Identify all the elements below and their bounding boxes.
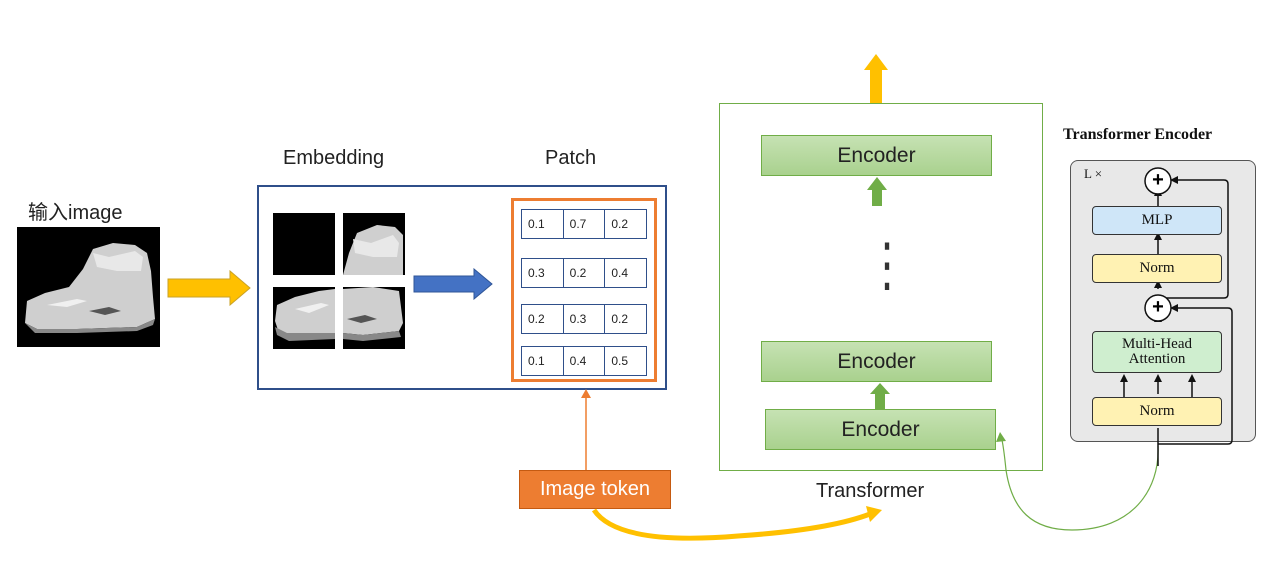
patch-cell: 0.4 [564,347,606,375]
patch-image-bottom-right [343,287,405,349]
patch-image-top-right [343,213,405,275]
transformer-output-arrow [864,54,888,104]
mlp-block: MLP [1092,206,1222,235]
image-token-label: Image token [539,478,651,500]
patch-row-1: 0.1 0.7 0.2 [521,209,647,239]
encoder-block-middle: Encoder [761,341,992,382]
residual-add-top: + [1152,169,1164,191]
norm-block-top: Norm [1092,254,1222,283]
patch-image-bottom-left [273,287,335,349]
detail-link-curve [996,432,1159,531]
transformer-container [719,103,1043,471]
patch-cell: 0.7 [564,210,606,238]
token-to-transformer-curve [591,506,882,541]
transformer-encoder-title: Transformer Encoder [1063,126,1213,143]
input-shoe-image [17,227,160,347]
patch-cell: 0.4 [611,266,629,280]
patch-cell: 0.1 [522,347,564,375]
patch-row-3: 0.2 0.3 0.2 [521,304,647,334]
encoder-up-arrow-top [867,177,887,206]
transformer-label: Transformer [816,480,925,502]
token-to-patch-arrow [581,389,591,470]
patch-image-top-left [273,213,335,275]
patch-cell: 0.1 [522,210,564,238]
encoder-block-bottom: Encoder [765,409,996,450]
input-to-embedding-arrow [167,270,251,306]
encoder-detail-connectors [1120,167,1233,466]
patch-container [511,198,657,382]
image-token-box: Image token [519,470,671,509]
patch-cell: 0.2 [611,312,629,326]
embedding-to-patch-arrow [413,268,493,300]
patch-cell: 0.2 [611,217,629,231]
encoder-block-top: Encoder [761,135,992,176]
patch-cell: 0.3 [564,305,606,333]
patch-cell: 0.2 [564,259,606,287]
norm-block-bottom: Norm [1092,397,1222,426]
encoder-stack-ellipsis: ⋮ [866,231,908,298]
patch-row-2: 0.3 0.2 0.4 [521,258,647,288]
patch-cell: 0.2 [522,305,564,333]
repeat-label: L × [1084,166,1103,181]
input-image-label: 输入image [28,202,123,224]
embedding-container [257,185,667,390]
multi-head-attention-block: Multi-Head Attention [1092,331,1222,373]
patch-row-4: 0.1 0.4 0.5 [521,346,647,376]
encoder-up-arrow-bottom [870,383,890,409]
patch-cell: 0.5 [611,354,629,368]
patch-cell: 0.3 [522,259,564,287]
embedding-label: Embedding [283,147,385,169]
residual-add-bottom: + [1152,296,1164,318]
patch-label: Patch [545,147,597,169]
